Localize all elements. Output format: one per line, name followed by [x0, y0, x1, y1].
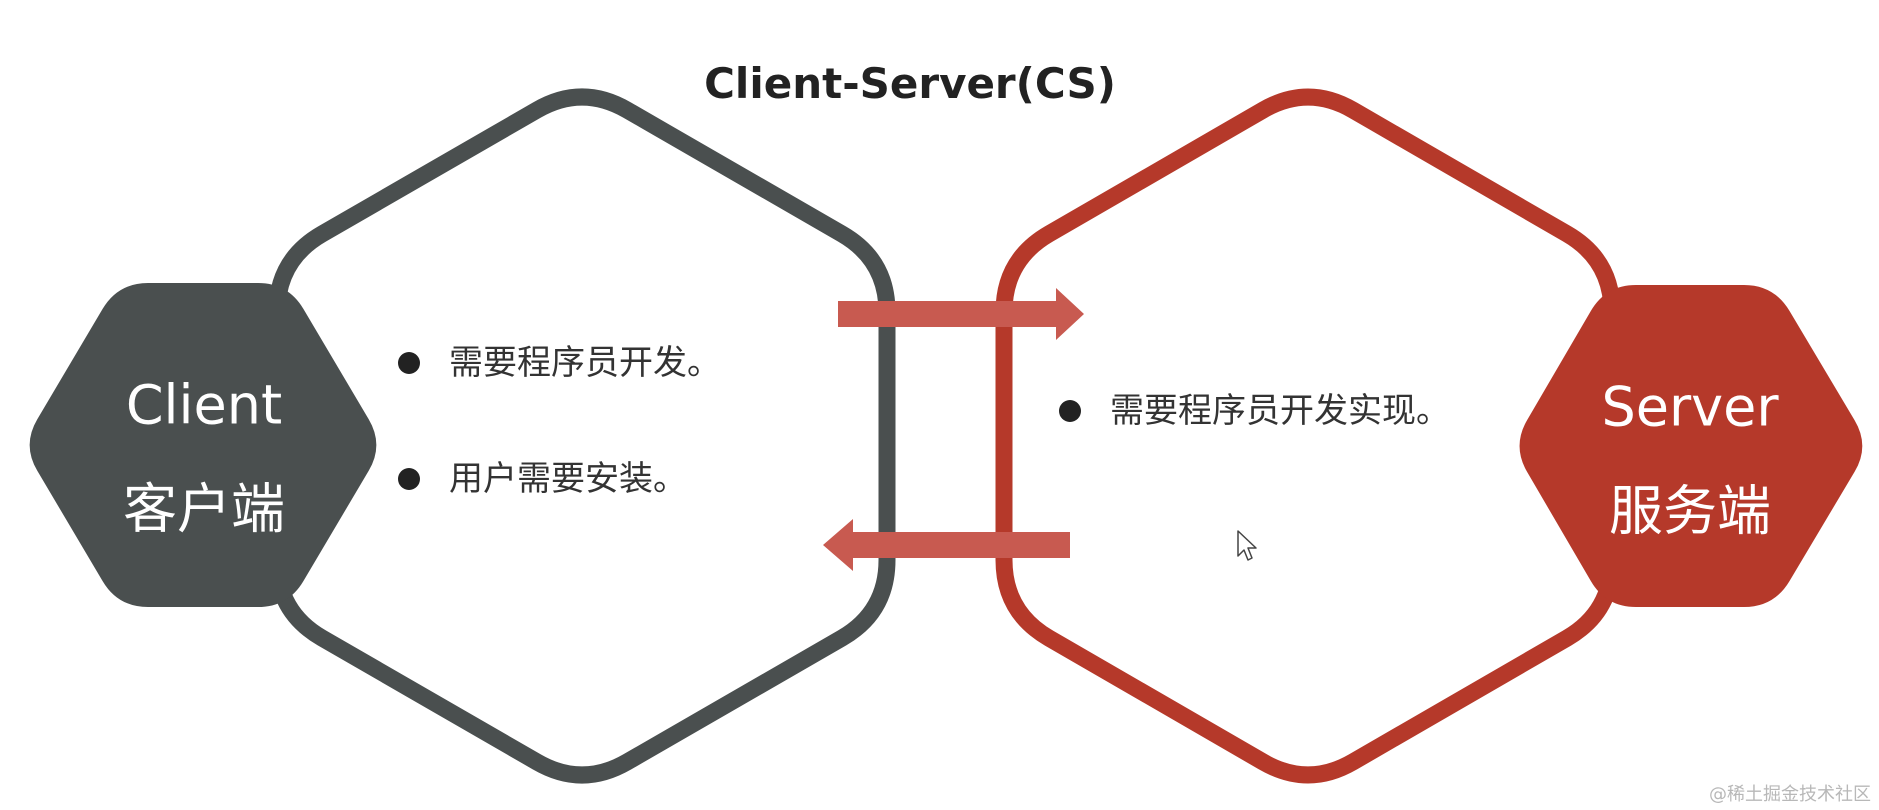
- client-cn-label: 客户端: [123, 478, 285, 541]
- server-bullet-item: 需要程序员开发实现。: [1110, 391, 1450, 431]
- server-bullet-list: 需要程序员开发实现。: [1059, 391, 1450, 431]
- server-badge-hexagon: [1519, 285, 1863, 607]
- diagram-title: Client-Server(CS): [704, 59, 1116, 108]
- request-arrow-right-icon: [838, 288, 1084, 340]
- response-arrow-left-icon: [823, 519, 1070, 571]
- filled-circle-icon: [1059, 400, 1081, 422]
- mouse-pointer-icon: [1237, 530, 1257, 561]
- client-bullet-item: 需要程序员开发。: [449, 343, 721, 383]
- filled-circle-icon: [398, 352, 420, 374]
- client-badge-hexagon: [29, 283, 377, 607]
- client-bullet-item: 用户需要安装。: [449, 459, 687, 499]
- client-bullet-list: 需要程序员开发。 用户需要安装。: [398, 343, 721, 499]
- client-name-label: Client: [126, 374, 282, 437]
- server-cn-label: 服务端: [1609, 480, 1771, 543]
- filled-circle-icon: [398, 468, 420, 490]
- watermark-text: @稀土掘金技术社区: [1709, 784, 1871, 805]
- server-name-label: Server: [1601, 376, 1779, 439]
